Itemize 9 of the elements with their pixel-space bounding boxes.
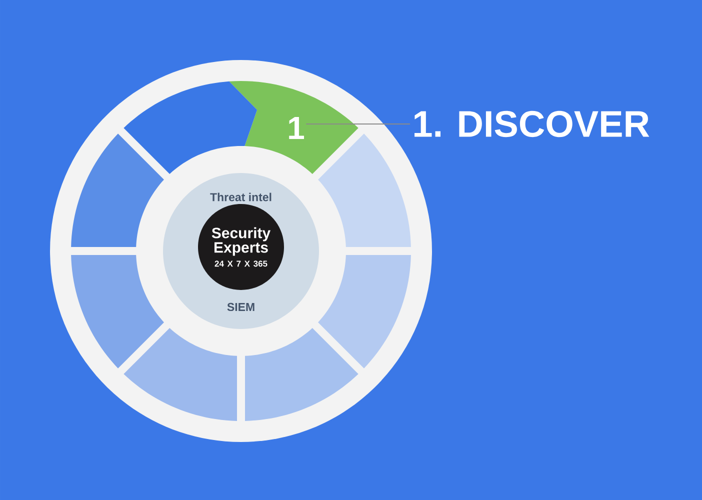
sector: [71, 134, 164, 247]
sector: [318, 255, 411, 368]
sector: [124, 81, 258, 174]
step-title: 1. DISCOVER: [414, 110, 650, 138]
sector: [245, 328, 358, 421]
sector: [71, 255, 164, 368]
sector: [318, 134, 411, 247]
sector: 1: [229, 81, 358, 174]
sector: [124, 328, 237, 421]
